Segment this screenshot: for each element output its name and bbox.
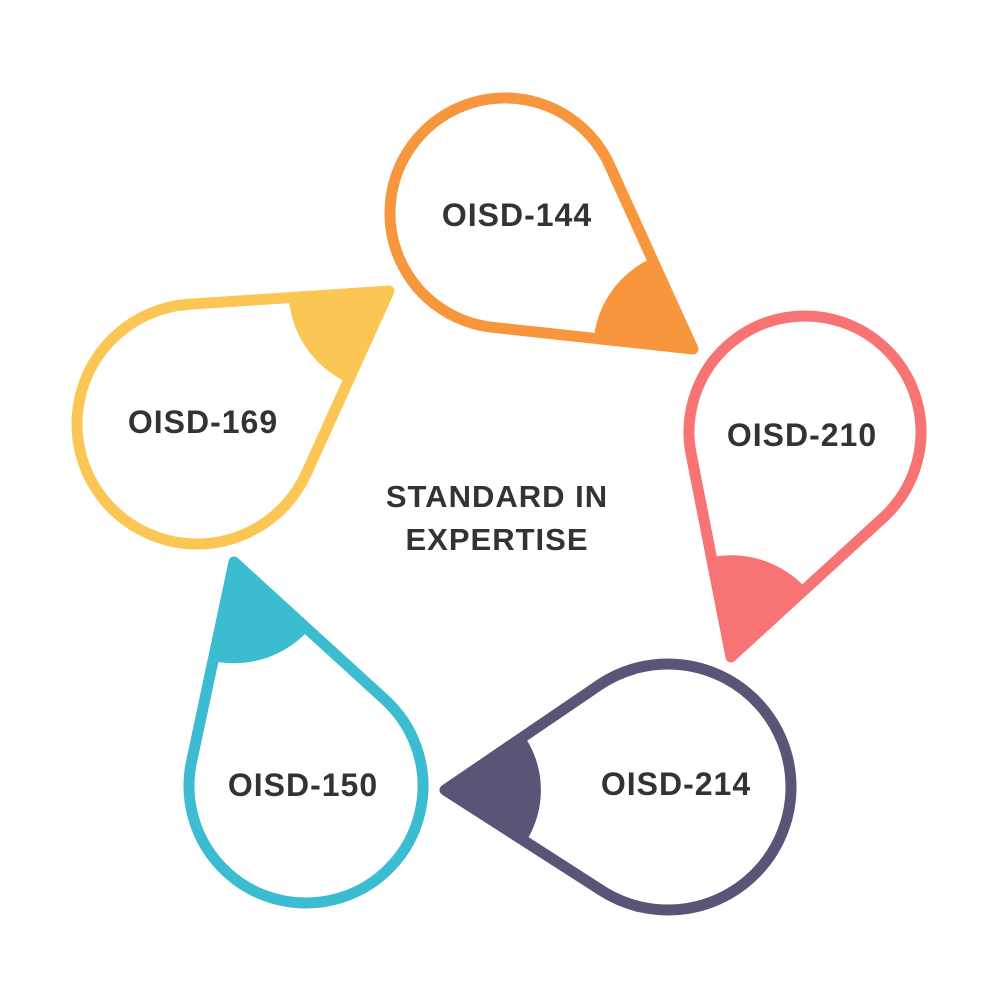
center-title-line-2: EXPERTISE: [406, 522, 589, 557]
pin-label-oisd-150: OISD-150: [228, 767, 378, 803]
pin-tip-wedge: [288, 291, 390, 392]
center-title-line-1: STANDARD IN: [386, 479, 608, 514]
pin-label-oisd-144: OISD-144: [442, 197, 592, 233]
pin-oisd-144: OISD-144: [384, 92, 699, 355]
pin-tip-wedge: [593, 249, 693, 349]
pin-label-oisd-214: OISD-214: [601, 766, 751, 802]
pin-outline: [183, 556, 429, 909]
pin-outline: [384, 92, 699, 355]
pin-outline: [439, 658, 797, 916]
pin-oisd-150: OISD-150: [183, 556, 429, 909]
pin-label-oisd-169: OISD-169: [128, 404, 278, 440]
pin-oisd-214: OISD-214: [439, 658, 797, 916]
pin-oisd-169: OISD-169: [71, 285, 395, 550]
pin-outline: [683, 310, 927, 663]
pin-oisd-210: OISD-210: [683, 310, 927, 663]
pin-outline: [71, 285, 395, 550]
pin-label-oisd-210: OISD-210: [727, 417, 877, 453]
